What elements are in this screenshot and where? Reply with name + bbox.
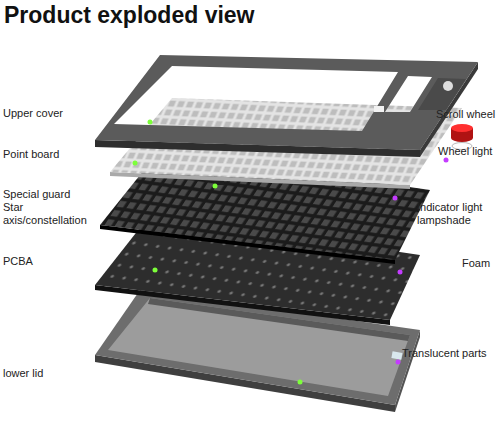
part-label: Indicator light lampshade [417,201,497,227]
part-label: Translucent parts [402,347,487,360]
part-label: PCBA [3,255,33,268]
part-label: Upper cover [3,107,63,120]
leader-lines [0,120,500,385]
part-label: lower lid [3,367,43,380]
part-label: Special guard Star axis/constellation [3,188,75,227]
page-title: Product exploded view [4,2,255,29]
part-label: Point board [3,148,59,161]
part-label: Scroll wheel [436,108,495,121]
upper-cover-shape [95,55,478,157]
part-label: Foam [462,257,490,270]
part-label: Wheel light [438,145,492,158]
